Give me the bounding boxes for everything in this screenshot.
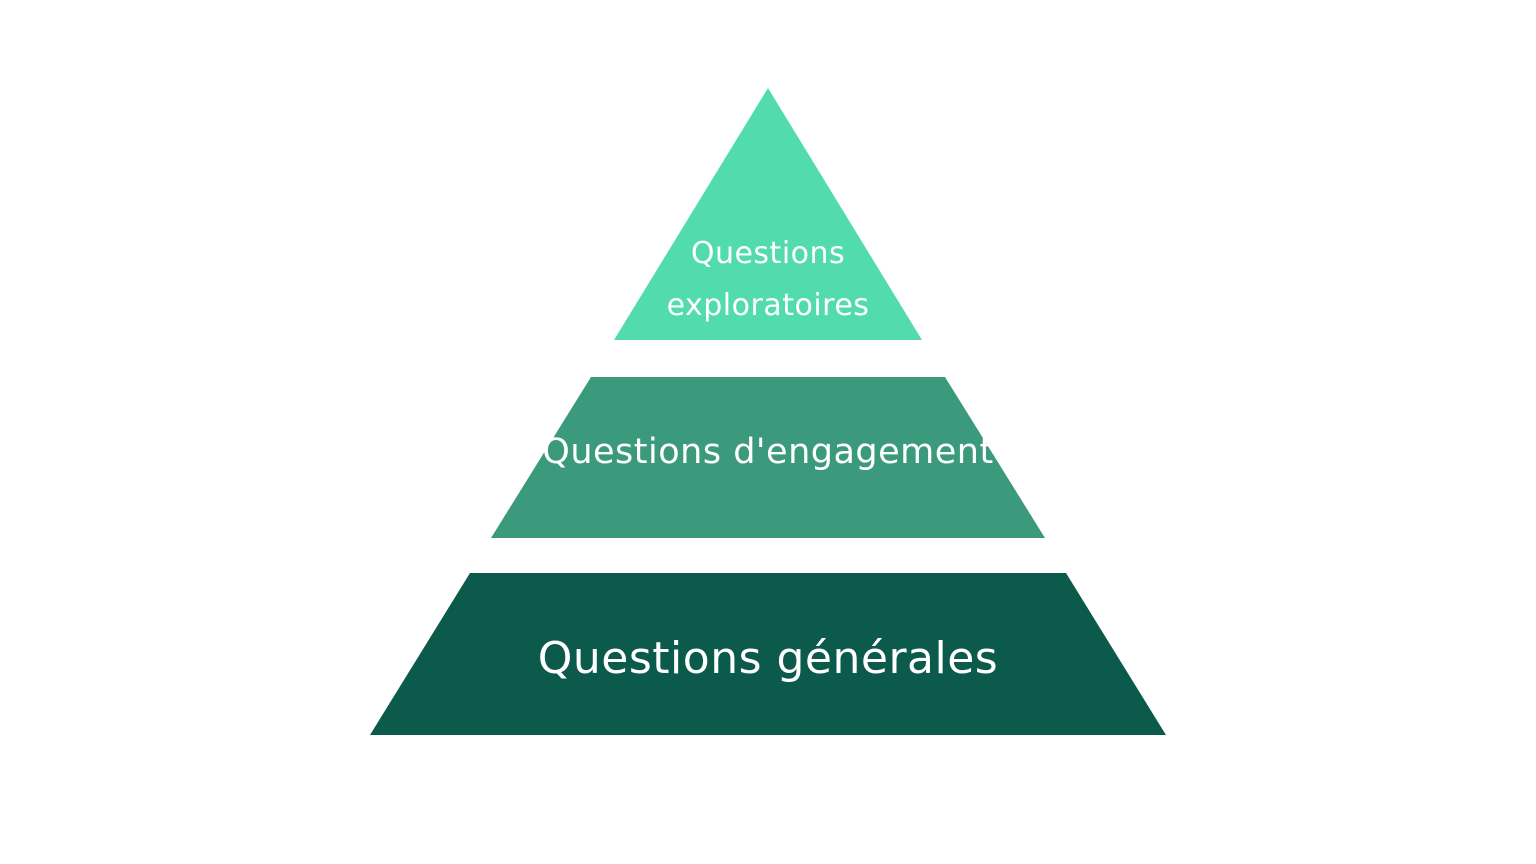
- pyramid-level-middle-shape: [491, 377, 1045, 538]
- pyramid-level-bottom-shape: [370, 573, 1166, 735]
- pyramid-level-top-shape: [614, 88, 922, 340]
